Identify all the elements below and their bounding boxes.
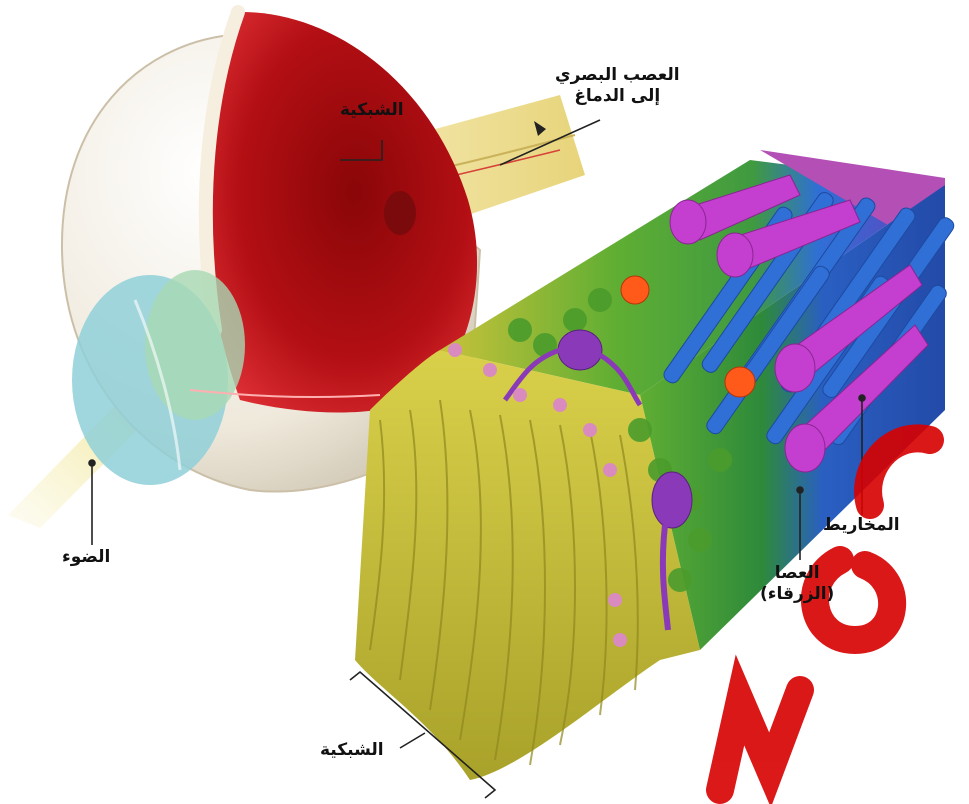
label-optic-nerve-line1: العصب البصري — [555, 65, 680, 86]
label-retina-bottom: الشبكية — [320, 740, 384, 761]
label-optic-nerve-line2: إلى الدماغ — [555, 86, 680, 107]
label-cones: المخاريط — [823, 515, 900, 536]
label-rods-line1: العصا — [760, 563, 834, 584]
label-rods: العصا (الزرقاء) — [760, 563, 834, 606]
label-retina-top: الشبكية — [340, 100, 404, 121]
label-light: الضوء — [62, 547, 110, 568]
label-optic-nerve: العصب البصري إلى الدماغ — [555, 65, 680, 108]
label-rods-line2: (الزرقاء) — [760, 584, 834, 605]
